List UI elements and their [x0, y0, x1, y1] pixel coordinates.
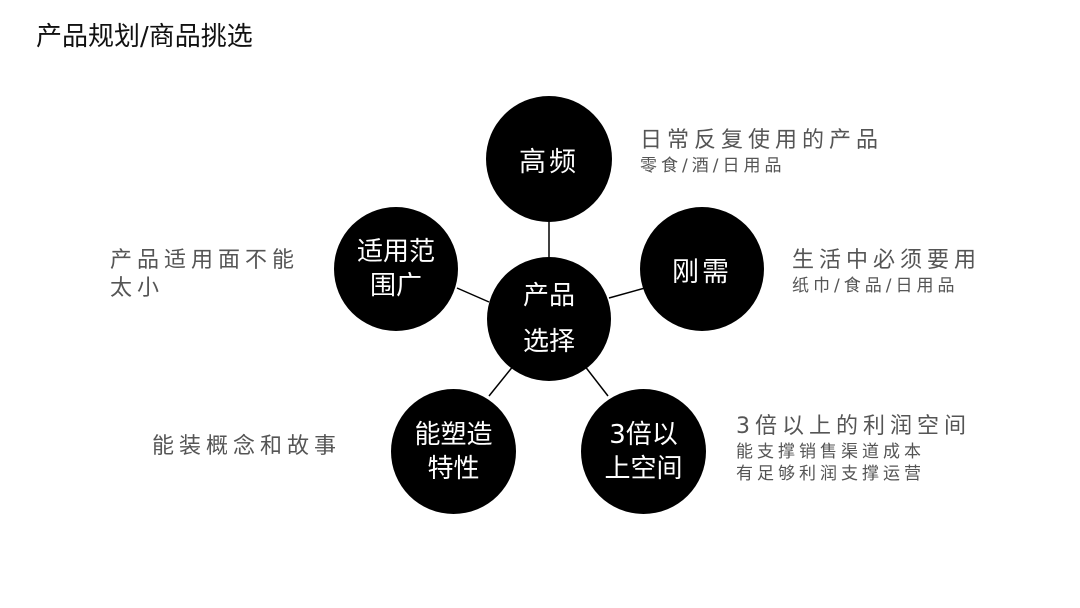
desc-necessity-sub: 纸巾/食品/日用品 — [792, 276, 959, 296]
desc-profit-margin: 3倍以上的利润空间 能支撑销售渠道成本 有足够利润支撑运营 — [736, 413, 971, 485]
node-necessity: 刚需 — [640, 207, 764, 331]
desc-wide-scope: 产品适用面不能太小 — [110, 248, 300, 301]
desc-profit-margin-main: 3倍以上的利润空间 — [736, 414, 971, 439]
desc-profit-margin-sub-2: 有足够利润支撑运营 — [736, 464, 925, 484]
node-profit-margin: 3倍以 上空间 — [581, 389, 706, 514]
connector-necessity — [608, 287, 646, 299]
desc-necessity-main: 生活中必须要用 — [792, 248, 982, 273]
desc-profit-margin-sub-1: 能支撑销售渠道成本 — [736, 442, 925, 462]
node-story-building: 能塑造 特性 — [391, 389, 516, 514]
node-wide-scope: 适用范 围广 — [334, 207, 458, 331]
desc-necessity: 生活中必须要用 纸巾/食品/日用品 — [792, 247, 981, 297]
connector-margin — [583, 364, 609, 397]
node-high-frequency: 高频 — [486, 96, 612, 222]
center-node-product-selection: 产品 选择 — [487, 257, 611, 381]
connector-story — [488, 364, 515, 397]
connector-wide-scope — [456, 287, 490, 303]
page-title: 产品规划/商品挑选 — [36, 22, 253, 52]
desc-high-frequency: 日常反复使用的产品 零食/酒/日用品 — [640, 127, 883, 177]
desc-high-frequency-sub: 零食/酒/日用品 — [640, 156, 786, 176]
desc-high-frequency-main: 日常反复使用的产品 — [640, 128, 884, 153]
desc-story-building: 能装概念和故事 — [152, 434, 342, 459]
